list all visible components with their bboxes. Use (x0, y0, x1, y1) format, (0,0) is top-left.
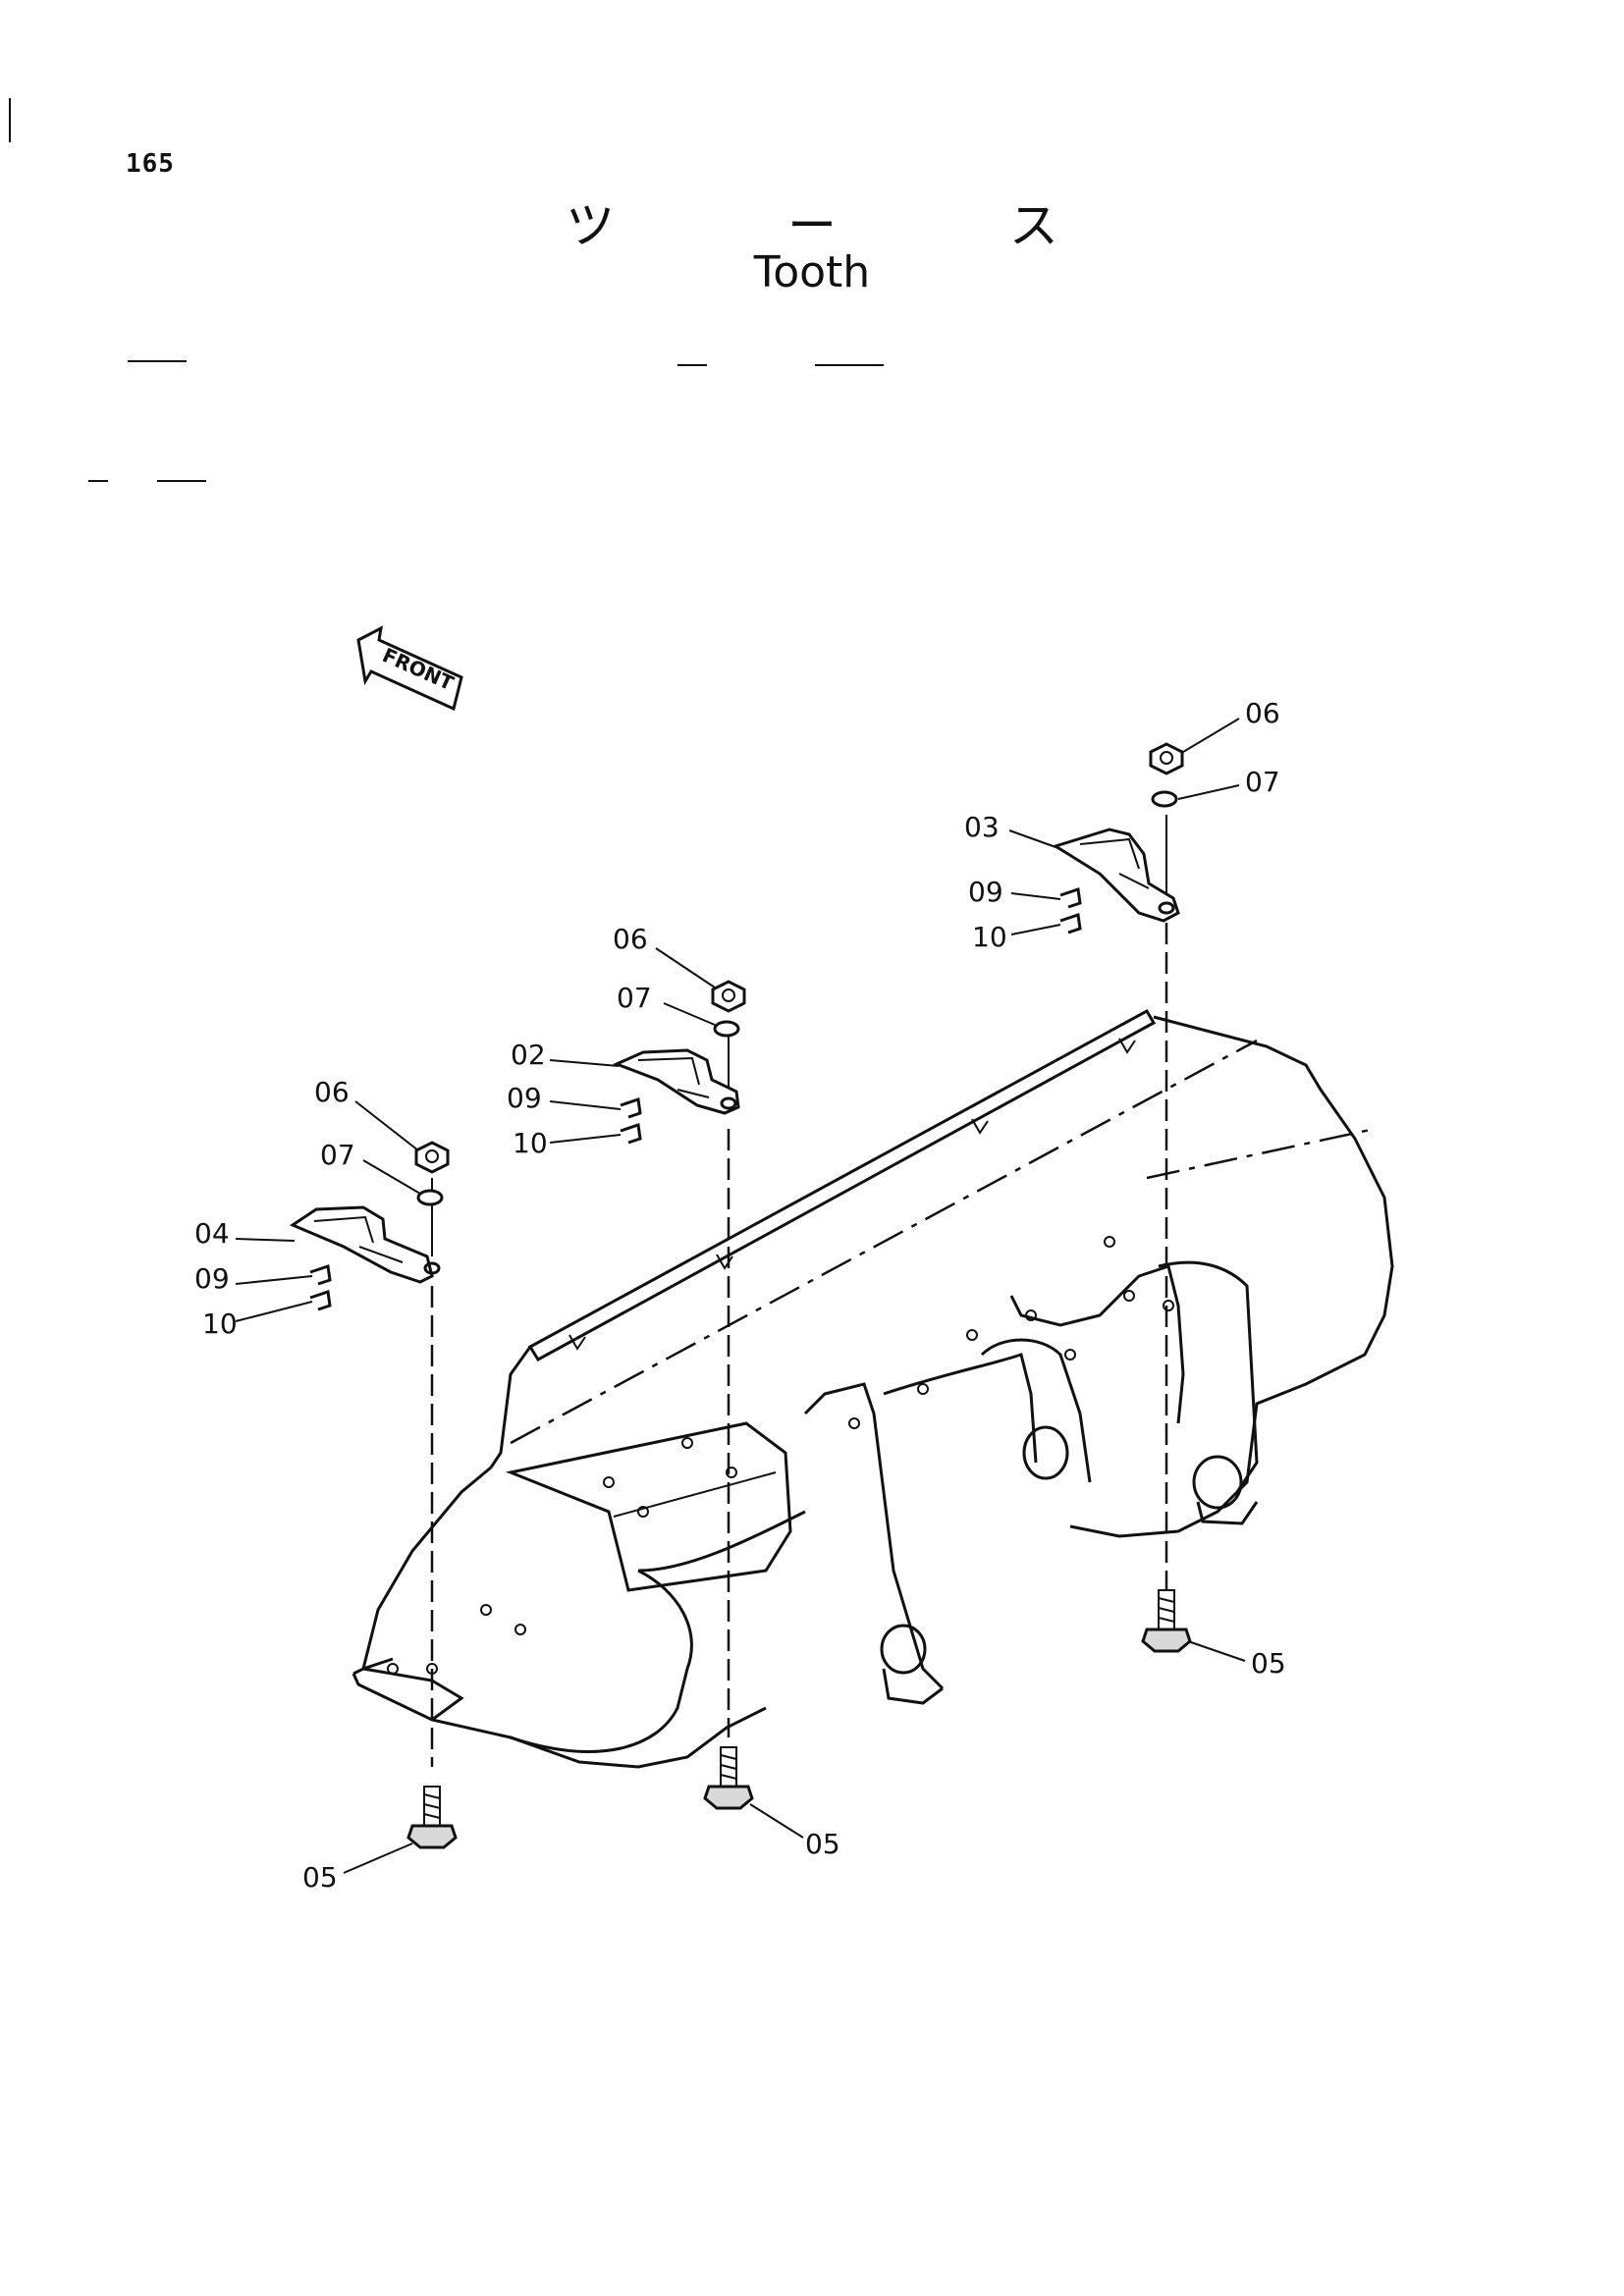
clip-09-left (309, 1264, 332, 1286)
front-arrow-icon: FRONT (356, 625, 463, 712)
callout-07-mid: 07 (617, 982, 652, 1014)
clip-09-right (1059, 887, 1082, 909)
callout-03: 03 (964, 811, 1000, 843)
clip-10-mid (620, 1123, 642, 1145)
callout-06-left: 06 (314, 1076, 350, 1108)
clip-10-right (1059, 913, 1082, 934)
washer-07-right (1151, 790, 1178, 808)
washer-07-left (416, 1189, 444, 1206)
callout-09-left: 09 (194, 1262, 230, 1295)
callout-05-mid: 05 (805, 1828, 840, 1860)
nut-06-left (414, 1141, 450, 1174)
callout-07-right: 07 (1245, 766, 1280, 798)
callout-07-left: 07 (320, 1139, 355, 1171)
clip-09-mid (620, 1097, 642, 1119)
tooth-assembly-mid (613, 980, 746, 1145)
tooth-04 (289, 1205, 434, 1284)
leader-lines (235, 718, 1246, 1874)
bucket-body (352, 1008, 1394, 1769)
nut-06-right (1149, 742, 1184, 775)
callout-04: 04 (194, 1217, 230, 1250)
callout-06-mid: 06 (613, 923, 648, 955)
callout-05-left: 05 (302, 1861, 338, 1894)
nut-06-mid (711, 980, 746, 1013)
clip-10-left (309, 1290, 332, 1311)
callout-10-mid: 10 (513, 1127, 548, 1159)
tooth-03 (1052, 828, 1180, 923)
front-label: FRONT (379, 643, 458, 695)
bolt-05-mid (703, 1746, 754, 1810)
tooth-assembly-left (289, 1141, 450, 1311)
callout-10-left: 10 (202, 1308, 238, 1340)
title-japanese: ツ ー ス (566, 197, 1137, 254)
title-english: Tooth (753, 247, 871, 297)
bolt-05-left (406, 1786, 458, 1849)
callout-09-mid: 09 (507, 1082, 542, 1114)
bolt-05-right (1141, 1589, 1192, 1653)
assembly-lines (430, 815, 1168, 1767)
callout-02: 02 (511, 1039, 546, 1071)
callout-10-right: 10 (972, 921, 1007, 953)
page-number: 165 (126, 149, 175, 179)
tooth-assembly-right (1052, 742, 1184, 934)
washer-07-mid (713, 1020, 740, 1038)
callout-06-right: 06 (1245, 697, 1280, 729)
tooth-02 (613, 1048, 740, 1115)
callouts: 06 07 03 09 10 06 07 02 09 10 06 07 04 0… (194, 697, 1286, 1894)
scan-noise (9, 98, 884, 482)
callout-09-right: 09 (968, 876, 1003, 908)
callout-05-right: 05 (1251, 1647, 1286, 1680)
